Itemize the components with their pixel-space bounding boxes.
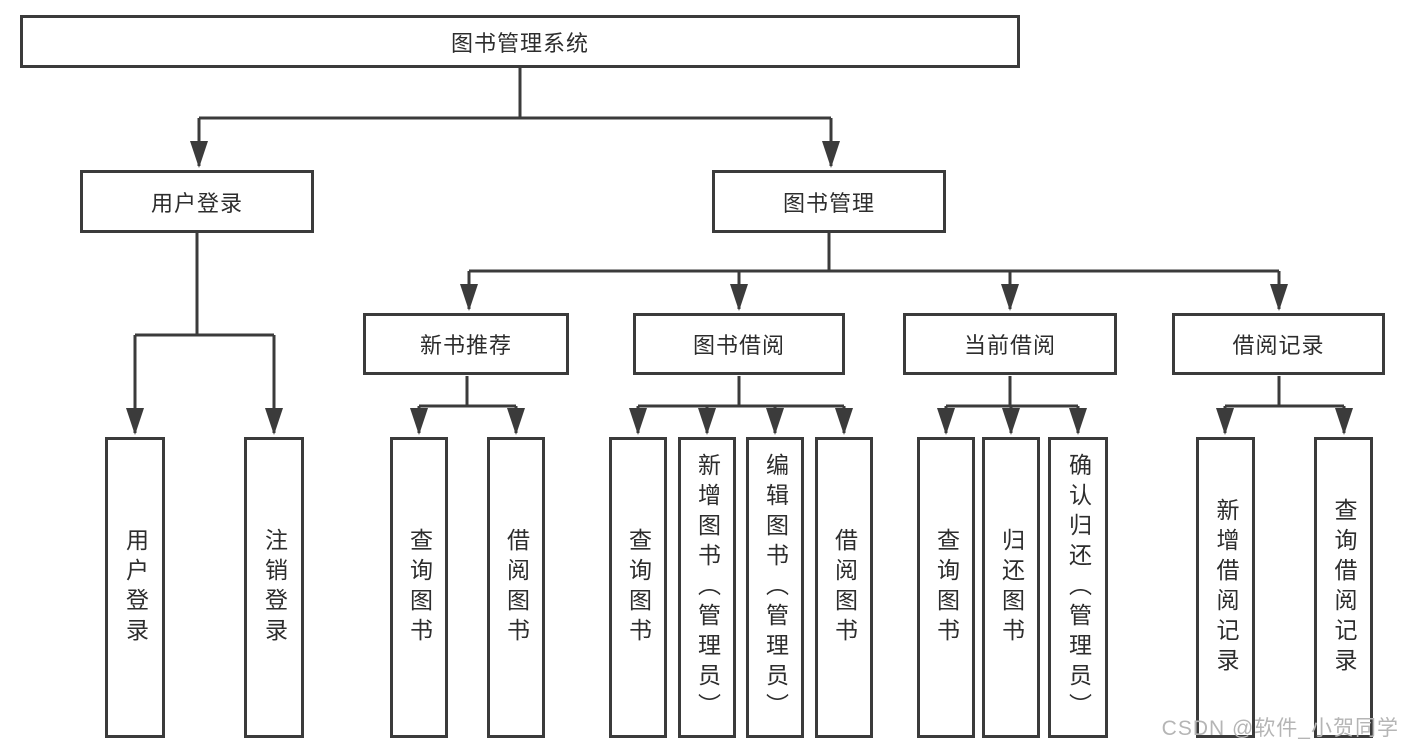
node-current-borrow: 当前借阅 [903, 313, 1117, 375]
node-user-login: 用户登录 [80, 170, 314, 233]
leaf-return-books: 归还图书 [982, 437, 1040, 738]
leaf-label: 编辑图书（管理员） [762, 452, 789, 723]
leaf-borrow-books-2: 借阅图书 [815, 437, 873, 738]
arrowheads [126, 141, 1353, 435]
node-label: 用户登录 [150, 190, 243, 216]
leaf-label: 查询借阅记录 [1331, 497, 1357, 678]
node-book-borrow: 图书借阅 [633, 313, 845, 375]
node-label: 图书管理 [782, 190, 875, 216]
leaf-label: 确认归还（管理员） [1065, 452, 1092, 723]
node-borrow-records: 借阅记录 [1172, 313, 1385, 375]
leaf-user-login: 用户登录 [105, 437, 165, 738]
leaf-logout: 注销登录 [244, 437, 304, 738]
leaf-label: 注销登录 [261, 527, 288, 648]
node-label: 图书借阅 [692, 333, 785, 358]
leaf-label: 借阅图书 [831, 527, 858, 648]
leaf-label: 查询图书 [406, 527, 433, 648]
leaf-label: 新增图书（管理员） [694, 452, 721, 723]
leaf-label: 查询图书 [933, 527, 960, 648]
node-label: 借阅记录 [1232, 333, 1325, 358]
leaf-label: 归还图书 [998, 527, 1025, 648]
node-book-management: 图书管理 [712, 170, 946, 233]
leaf-confirm-return-admin: 确认归还（管理员） [1048, 437, 1108, 738]
csdn-watermark: CSDN @软件_小贺同学 [1161, 717, 1399, 740]
leaf-borrow-books-1: 借阅图书 [487, 437, 545, 738]
leaf-query-borrow-record: 查询借阅记录 [1314, 437, 1373, 738]
leaf-label: 借阅图书 [503, 527, 530, 648]
node-label: 图书管理系统 [450, 30, 589, 56]
leaf-label: 用户登录 [122, 527, 149, 648]
leaf-add-books-admin: 新增图书（管理员） [678, 437, 736, 738]
node-new-book-recommend: 新书推荐 [363, 313, 569, 375]
leaf-query-books-2: 查询图书 [609, 437, 667, 738]
leaf-query-books-3: 查询图书 [917, 437, 975, 738]
leaf-label: 新增借阅记录 [1213, 497, 1239, 678]
node-label: 新书推荐 [419, 333, 512, 358]
leaf-query-books-1: 查询图书 [390, 437, 448, 738]
node-label: 当前借阅 [963, 333, 1056, 358]
leaf-edit-books-admin: 编辑图书（管理员） [746, 437, 804, 738]
node-library-management-system: 图书管理系统 [20, 15, 1020, 68]
leaf-add-borrow-record: 新增借阅记录 [1196, 437, 1255, 738]
leaf-label: 查询图书 [625, 527, 652, 648]
